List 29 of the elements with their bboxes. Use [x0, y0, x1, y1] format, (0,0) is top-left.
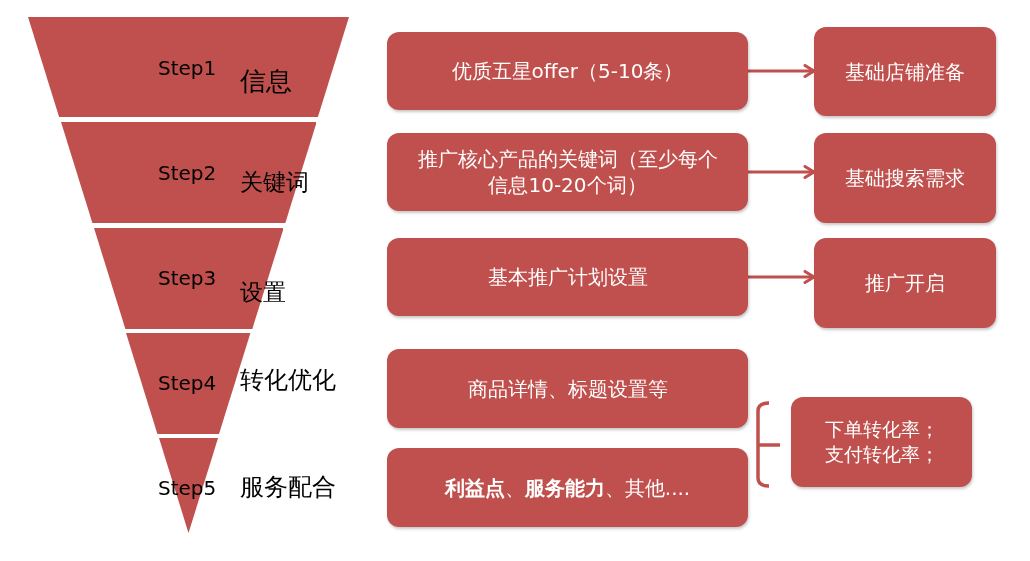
outcome-box [791, 397, 972, 487]
stage-label: 设置 [240, 279, 286, 307]
outcome-box [814, 133, 996, 223]
step-label: Step4 [158, 371, 217, 395]
action-text: 优质五星offer（5-10条） [451, 58, 684, 84]
outcome-text: 基础搜索需求 [845, 165, 965, 191]
outcome-text: 下单转化率；支付转化率； [823, 417, 940, 467]
step-label: Step3 [158, 266, 217, 290]
action-text: 推广核心产品的关键词（至少每个信息10-20个词） [416, 146, 719, 198]
outcome-text: 基础店铺准备 [845, 58, 965, 85]
outcome-box [814, 27, 996, 116]
step-label: Step2 [158, 161, 217, 185]
action-box [387, 32, 748, 110]
action-text: 利益点、服务能力、其他.... [444, 474, 691, 501]
arrow [748, 64, 816, 78]
stage-label: 信息 [240, 66, 292, 98]
stage-label: 服务配合 [240, 472, 336, 502]
arrow [748, 165, 816, 179]
arrow [748, 270, 816, 284]
stage-label: 转化优化 [240, 365, 336, 395]
action-box [387, 448, 748, 527]
outcome-box [814, 238, 996, 328]
action-text: 基本推广计划设置 [487, 264, 648, 290]
action-box [387, 349, 748, 428]
action-box [387, 238, 748, 316]
action-box [387, 133, 748, 211]
step-label: Step1 [158, 56, 217, 80]
action-text: 商品详情、标题设置等 [467, 375, 668, 402]
outcome-text: 推广开启 [865, 270, 945, 296]
